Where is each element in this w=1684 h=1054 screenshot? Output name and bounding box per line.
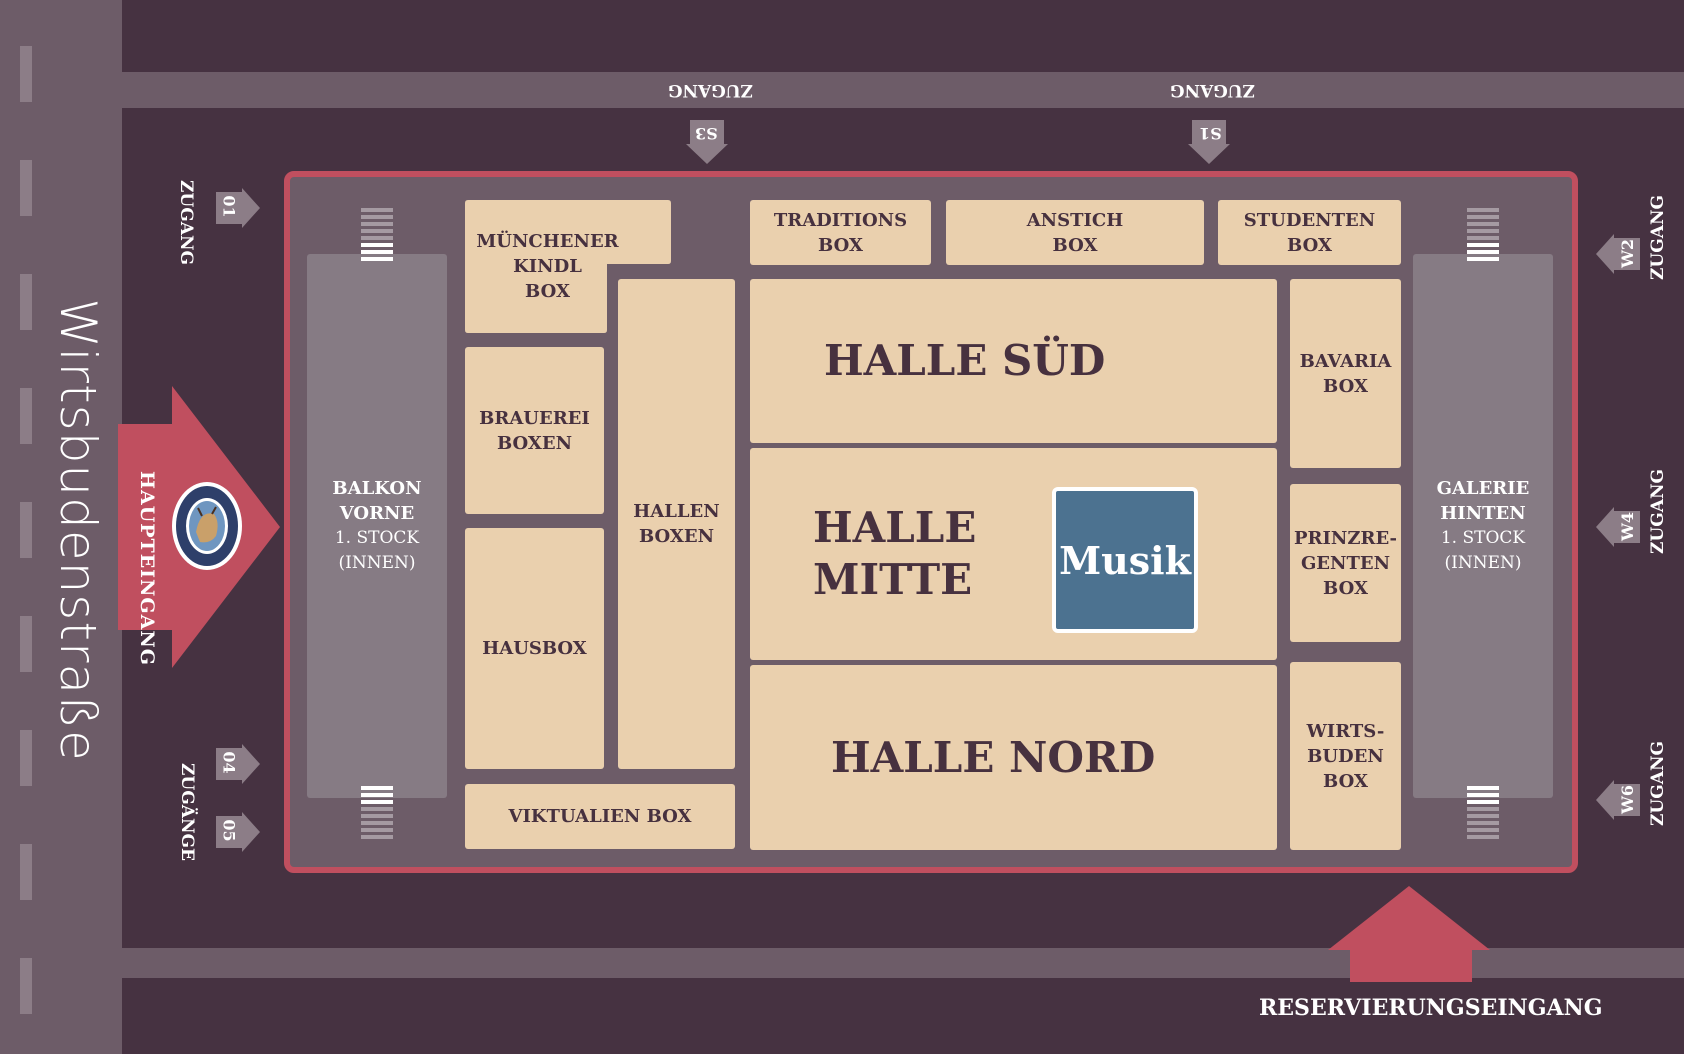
right-access-label: ZUGANG: [1648, 195, 1668, 280]
box-hausbox-label: HAUSBOX: [482, 638, 587, 659]
entrance-arrow-w6[interactable]: [1596, 780, 1640, 820]
box-brauerei[interactable]: BRAUEREI BOXEN: [465, 347, 604, 514]
entrance-arrow-w2[interactable]: [1596, 234, 1640, 274]
path-top: [118, 72, 1684, 108]
entrance-code-05: 05: [219, 819, 239, 842]
entrance-arrow-s1[interactable]: [1188, 120, 1230, 164]
area-halle-nord-label: HALLE NORD: [831, 732, 1156, 782]
festhalle-logo-icon: [172, 482, 242, 570]
box-bavaria[interactable]: BAVARIA BOX: [1290, 279, 1401, 468]
area-balkon-vorne[interactable]: BALKON VORNE 1. STOCK (INNEN): [307, 254, 447, 798]
right-access-label: ZUGANG: [1648, 469, 1668, 554]
box-studenten-label: STUDENTEN BOX: [1243, 209, 1376, 256]
area-halle-sued-label: HALLE SÜD: [824, 336, 1106, 385]
area-balkon-sub: 1. STOCK (INNEN): [334, 528, 420, 573]
top-access-label: ZUGANG: [668, 80, 753, 100]
stairs-icon: [361, 786, 393, 842]
street-marking: [20, 730, 32, 786]
box-studenten[interactable]: STUDENTEN BOX: [1218, 200, 1401, 265]
box-bavaria-label: BAVARIA BOX: [1299, 350, 1392, 397]
box-traditions-label: TRADITIONS BOX: [773, 209, 908, 256]
stairs-icon: [361, 208, 393, 264]
box-prinzregenten-label: PRINZRE- GENTEN BOX: [1294, 527, 1397, 599]
left-access-label: ZUGANG: [176, 180, 196, 265]
area-halle-mitte-label: HALLE MITTE: [813, 503, 977, 604]
entrance-code-04: 04: [219, 751, 239, 774]
entrance-arrow-04[interactable]: [216, 744, 260, 784]
entrance-arrow-05[interactable]: [216, 812, 260, 852]
area-galerie-title: GALERIE HINTEN: [1436, 478, 1530, 524]
right-access-label: ZUGANG: [1648, 741, 1668, 826]
street-marking: [20, 502, 32, 558]
area-balkon-title: BALKON VORNE: [332, 478, 422, 524]
street-marking: [20, 274, 32, 330]
box-anstich-label: ANSTICH BOX: [1026, 209, 1124, 256]
box-viktualien[interactable]: VIKTUALIEN BOX: [465, 784, 735, 849]
street-marking: [20, 388, 32, 444]
reservation-entrance-arrow[interactable]: [1328, 886, 1490, 982]
entrance-arrow-s3[interactable]: [686, 120, 728, 164]
area-halle-nord[interactable]: HALLE NORD: [750, 665, 1277, 850]
street-marking: [20, 958, 32, 1014]
box-muenchener-kindl-shape: [465, 200, 671, 333]
area-galerie-sub: 1. STOCK (INNEN): [1440, 528, 1526, 573]
reservation-entrance-label: RESERVIERUNGSEINGANG: [1259, 995, 1603, 1021]
area-musik[interactable]: Musik: [1052, 487, 1198, 633]
top-access-label: ZUGANG: [1170, 80, 1255, 100]
box-viktualien-label: VIKTUALIEN BOX: [508, 806, 692, 827]
entrance-code-w6: W6: [1618, 784, 1638, 815]
street-marking: [20, 844, 32, 900]
box-anstich[interactable]: ANSTICH BOX: [946, 200, 1204, 265]
main-entrance-label: HAUPTEINGANG: [136, 471, 158, 666]
entrance-arrow-01[interactable]: [216, 188, 260, 228]
entrance-code-w4: W4: [1618, 511, 1638, 542]
box-hausbox[interactable]: HAUSBOX: [465, 528, 604, 769]
entrance-code-w2: W2: [1618, 238, 1638, 269]
left-accesses-label: ZUGÄNGE: [177, 763, 197, 861]
box-prinzregenten[interactable]: PRINZRE- GENTEN BOX: [1290, 484, 1401, 642]
entrance-code-s3: S3: [695, 124, 718, 143]
entrance-arrow-w4[interactable]: [1596, 507, 1640, 547]
box-hallenboxen[interactable]: HALLEN BOXEN: [618, 279, 735, 769]
street-marking: [20, 160, 32, 216]
box-traditions[interactable]: TRADITIONS BOX: [750, 200, 931, 265]
entrance-code-s1: S1: [1199, 124, 1222, 143]
entrance-code-01: 01: [219, 195, 239, 218]
box-hallenboxen-label: HALLEN BOXEN: [633, 501, 720, 547]
box-wirtsbuden[interactable]: WIRTS- BUDEN BOX: [1290, 662, 1401, 850]
area-halle-sued[interactable]: HALLE SÜD: [750, 279, 1277, 443]
stairs-icon: [1467, 786, 1499, 842]
box-muenchener-kindl[interactable]: MÜNCHENER KINDL BOX: [465, 200, 630, 333]
area-galerie-hinten[interactable]: GALERIE HINTEN 1. STOCK (INNEN): [1413, 254, 1553, 798]
box-muenchener-kindl-label: MÜNCHENER KINDL BOX: [476, 231, 619, 302]
box-wirtsbuden-label: WIRTS- BUDEN BOX: [1306, 720, 1385, 792]
street-marking: [20, 616, 32, 672]
box-brauerei-label: BRAUEREI BOXEN: [479, 407, 590, 454]
street-marking: [20, 46, 32, 102]
stairs-icon: [1467, 208, 1499, 264]
area-musik-label: Musik: [1059, 537, 1191, 583]
